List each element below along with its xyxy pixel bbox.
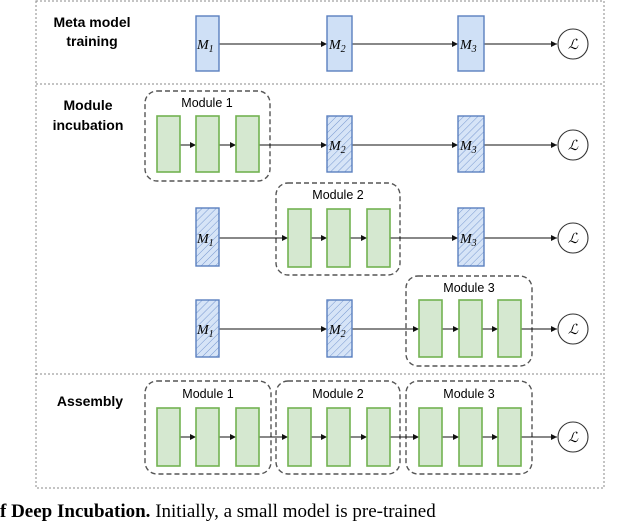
assembled-layer	[195, 407, 220, 467]
meta-block-m2	[326, 15, 353, 72]
loss-symbol: ℒ	[568, 38, 579, 53]
outer-frame	[35, 0, 605, 489]
m2-label: M2	[328, 139, 346, 156]
loss-symbol: ℒ	[568, 431, 579, 446]
assembly-module-2-label: Module 2	[312, 387, 363, 401]
assembly-module-3-group	[405, 380, 533, 475]
row-assembly: Module 1 Module 2 Module 3 ℒ	[144, 380, 589, 475]
module-1-label: Module 1	[181, 96, 232, 110]
section-label-assembly: Assembly	[57, 393, 123, 409]
section-label-incubation-line2: incubation	[53, 117, 124, 133]
assembled-layer	[287, 407, 312, 467]
frozen-block-m3	[457, 207, 485, 267]
m3-label: M3	[459, 139, 477, 156]
m1-label: M1	[196, 38, 214, 55]
module-2-label: Module 2	[312, 188, 363, 202]
m3-label: M3	[459, 38, 477, 55]
module-2-group	[275, 182, 401, 276]
module-1-layer	[156, 115, 181, 173]
module-2-layer	[326, 208, 351, 268]
caption-bold: f Deep Incubation.	[0, 501, 151, 522]
assembled-layer	[156, 407, 181, 467]
assembled-layer	[497, 407, 522, 467]
module-3-label: Module 3	[443, 281, 494, 295]
loss-node	[557, 129, 589, 161]
loss-symbol: ℒ	[568, 139, 579, 154]
m1-label: M1	[196, 232, 214, 249]
module-2-layer	[287, 208, 312, 268]
section-label-meta-training-line2: training	[66, 33, 117, 49]
row-meta-training: M1 M2 M3 ℒ	[195, 15, 589, 72]
loss-node	[557, 313, 589, 345]
loss-symbol: ℒ	[568, 323, 579, 338]
m2-label: M2	[328, 38, 346, 55]
frozen-block-m1	[195, 299, 220, 358]
module-2-layer	[366, 208, 391, 268]
module-3-group	[405, 275, 533, 367]
loss-symbol: ℒ	[568, 232, 579, 247]
loss-node	[557, 28, 589, 60]
m1-label: M1	[196, 323, 214, 340]
caption-text: Initially, a small model is pre-trained	[150, 501, 436, 522]
assembled-layer	[235, 407, 260, 467]
assembly-module-1-label: Module 1	[182, 387, 233, 401]
section-label-incubation-line1: Module	[64, 97, 113, 113]
frozen-block-m1	[195, 207, 220, 267]
loss-node	[557, 222, 589, 254]
figure-caption: f Deep Incubation. Initially, a small mo…	[0, 501, 640, 523]
module-1-layer	[195, 115, 220, 173]
assembly-module-2-group	[275, 380, 401, 475]
assembled-layer	[366, 407, 391, 467]
assembly-module-3-label: Module 3	[443, 387, 494, 401]
frozen-block-m2	[326, 299, 353, 358]
module-3-layer	[497, 299, 522, 358]
assembly-module-1-group	[144, 380, 272, 475]
assembled-layer	[458, 407, 483, 467]
frozen-block-m3	[457, 115, 485, 173]
loss-node	[557, 421, 589, 453]
row-incubate-module-2: Module 2 M1 M3 ℒ	[195, 182, 589, 276]
row-incubate-module-3: Module 3 M1 M2 ℒ	[195, 275, 589, 367]
assembled-layer	[418, 407, 443, 467]
m2-label: M2	[328, 323, 346, 340]
frozen-block-m2	[326, 115, 353, 173]
m3-label: M3	[459, 232, 477, 249]
section-label-meta-training-line1: Meta model	[53, 14, 130, 30]
assembled-layer	[326, 407, 351, 467]
meta-block-m3	[457, 15, 485, 72]
module-1-group	[144, 90, 271, 182]
module-1-layer	[235, 115, 260, 173]
meta-block-m1	[195, 15, 220, 72]
module-3-layer	[458, 299, 483, 358]
row-incubate-module-1: Module 1 M2 M3 ℒ	[144, 90, 589, 182]
module-3-layer	[418, 299, 443, 358]
